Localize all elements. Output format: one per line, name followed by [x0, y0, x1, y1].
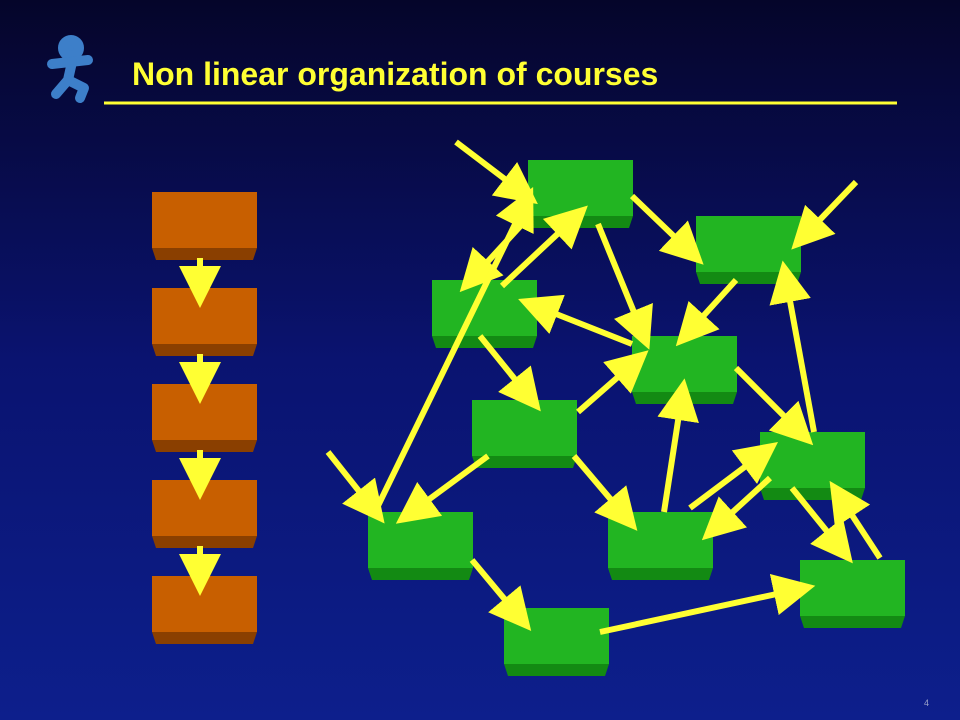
- course-link-arrow: [454, 139, 538, 205]
- course-link-arrow: [599, 573, 816, 635]
- linear-course-box: [152, 576, 257, 644]
- linear-course-box: [152, 192, 257, 260]
- nonlinear-course-box: [608, 512, 713, 580]
- page-number: 4: [924, 698, 930, 708]
- course-link-arrow: [629, 193, 704, 265]
- nonlinear-course-box: [696, 216, 801, 284]
- nonlinear-network: [325, 139, 905, 676]
- course-link-arrow: [733, 365, 814, 446]
- nonlinear-course-box: [504, 608, 609, 676]
- course-link-arrow: [499, 205, 588, 289]
- linear-course-box: [152, 384, 257, 452]
- course-link-arrow: [688, 442, 778, 511]
- course-link-arrow: [675, 277, 739, 347]
- linear-course-box: [152, 288, 257, 356]
- course-link-arrow: [595, 222, 653, 350]
- linear-course-box: [152, 480, 257, 548]
- course-link-arrow: [769, 260, 817, 433]
- course-link-arrow: [657, 378, 699, 513]
- linear-sequence: [152, 192, 257, 644]
- course-link-arrow: [518, 294, 634, 347]
- running-figure-icon: [47, 35, 93, 103]
- page-title: Non linear organization of courses: [132, 56, 659, 92]
- course-link-arrow: [371, 187, 534, 516]
- nonlinear-course-box: [528, 160, 633, 228]
- nonlinear-course-box: [760, 432, 865, 500]
- nonlinear-course-box: [368, 512, 473, 580]
- nonlinear-course-box: [800, 560, 905, 628]
- course-link-arrow: [791, 179, 859, 250]
- course-link-arrow: [571, 454, 638, 531]
- course-link-arrow: [469, 558, 532, 632]
- course-link-arrow: [395, 453, 490, 524]
- course-link-arrow: [789, 486, 853, 564]
- course-link-arrow: [829, 480, 883, 560]
- course-link-arrow: [325, 450, 385, 524]
- course-link-arrow: [477, 334, 541, 412]
- course-link-arrow: [576, 350, 649, 415]
- course-link-arrow: [701, 475, 773, 541]
- nonlinear-course-box: [632, 336, 737, 404]
